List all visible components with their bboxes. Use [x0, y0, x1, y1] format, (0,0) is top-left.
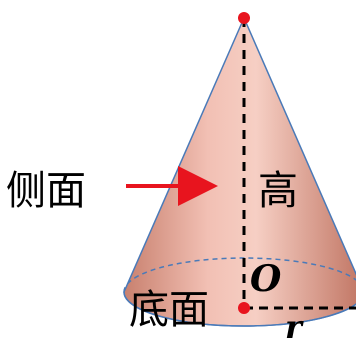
radius-label: r	[285, 308, 304, 344]
side-label: 侧面	[6, 168, 86, 214]
center-label: O	[250, 258, 282, 300]
height-label: 高	[258, 168, 298, 214]
center-point	[238, 302, 250, 314]
base-label: 底面	[129, 287, 209, 333]
apex-point	[238, 12, 250, 24]
cone-lateral-surface	[123, 16, 356, 327]
